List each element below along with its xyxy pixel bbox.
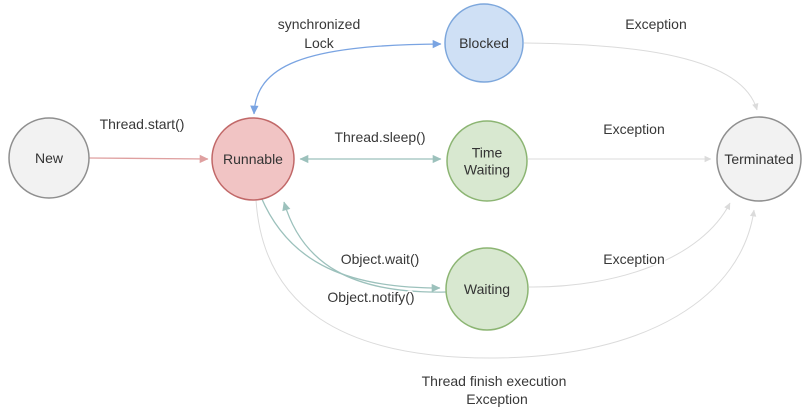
- edge-waiting-to-terminated: [528, 202, 731, 288]
- state-node-waiting: Waiting: [445, 247, 529, 331]
- state-circle-blocked: [444, 3, 524, 83]
- state-node-blocked: Blocked: [444, 3, 524, 83]
- edge-label-runnable-blocked-1: Lock: [304, 35, 335, 51]
- edge-label-blocked-to-terminated-0: Exception: [625, 16, 686, 32]
- state-circle-waiting: [445, 247, 529, 331]
- state-node-terminated: Terminated: [716, 116, 802, 202]
- state-circle-runnable: [211, 117, 295, 201]
- edge-label-runnable-to-terminated-1: Exception: [466, 391, 527, 407]
- edge-blocked-to-terminated: [523, 42, 759, 111]
- state-label-new: New: [35, 150, 64, 166]
- state-circle-new: [8, 117, 90, 199]
- edge-label-runnable-to-terminated-0: Thread finish execution: [422, 373, 567, 389]
- edge-runnable-to-terminated: [255, 199, 757, 359]
- state-label-terminated: Terminated: [724, 151, 793, 167]
- edge-label-waiting-to-terminated-0: Exception: [603, 251, 664, 267]
- state-label-runnable: Runnable: [223, 151, 283, 167]
- edge-label-waiting-to-runnable-0: Object.notify(): [327, 289, 414, 305]
- edge-label-new-to-runnable-0: Thread.start(): [100, 116, 185, 132]
- edge-runnable-to-waiting: [260, 196, 441, 293]
- edge-label-time-waiting-to-terminated-0: Exception: [603, 121, 664, 137]
- edge-waiting-to-runnable: [282, 201, 447, 293]
- edge-runnable-blocked: [250, 39, 442, 115]
- state-circle-terminated: [716, 116, 802, 202]
- edge-label-runnable-blocked-0: synchronized: [278, 16, 361, 32]
- state-node-new: New: [8, 117, 90, 199]
- state-node-runnable: Runnable: [211, 117, 295, 201]
- edge-label-runnable-time-waiting-0: Thread.sleep(): [334, 129, 425, 145]
- edge-new-to-runnable: [88, 154, 209, 164]
- state-circle-time-waiting: [446, 120, 528, 202]
- state-label-blocked: Blocked: [459, 35, 509, 51]
- edge-label-runnable-to-waiting-0: Object.wait(): [341, 251, 420, 267]
- state-label-waiting: Waiting: [464, 281, 510, 297]
